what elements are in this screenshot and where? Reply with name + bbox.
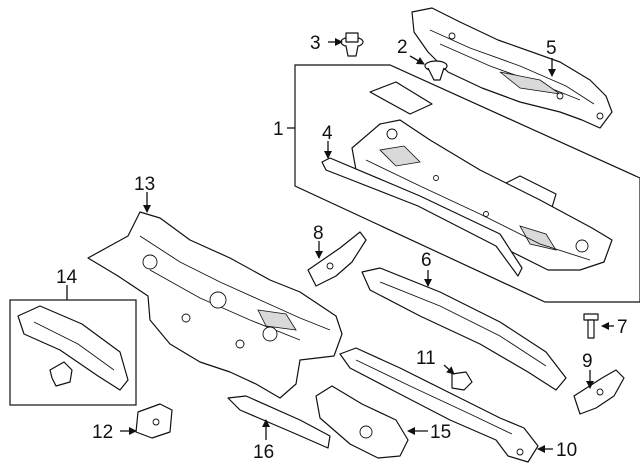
- callout-4: 4: [322, 123, 333, 144]
- callout-6: 6: [421, 250, 432, 271]
- callout-9: 9: [582, 351, 593, 372]
- callout-10: 10: [556, 440, 577, 461]
- callout-16: 16: [253, 442, 274, 463]
- part-2-plug: [424, 60, 448, 81]
- part-9-bracket: [573, 369, 625, 415]
- part-4-seal: [321, 157, 523, 277]
- callout-leaders: [66, 38, 614, 453]
- callout-14: 14: [56, 267, 78, 288]
- part-12-bracket: [135, 403, 173, 439]
- part-5-cowl-extension: [411, 7, 613, 129]
- assembly-1-frame: [294, 64, 640, 303]
- callout-3: 3: [310, 33, 321, 54]
- part-3-clip: [340, 32, 364, 57]
- part-10-cross-member: [339, 347, 539, 463]
- callout-13: 13: [134, 174, 155, 195]
- part-13-dash-panel: [87, 211, 343, 399]
- part-15-bracket: [315, 385, 409, 459]
- part-7-bolt: [583, 313, 599, 339]
- callout-5: 5: [546, 38, 557, 59]
- part-6-reinforcement: [361, 267, 567, 391]
- part-16-strap: [227, 395, 331, 449]
- inset-14-frame: [9, 299, 137, 406]
- part-11-nut: [451, 371, 473, 391]
- callout-7: 7: [617, 317, 628, 338]
- callout-11: 11: [416, 348, 436, 369]
- callout-15: 15: [430, 422, 451, 443]
- callout-1: 1: [273, 119, 284, 140]
- part-14-bracket: [17, 305, 129, 391]
- part-8-bracket: [307, 231, 367, 287]
- callout-8: 8: [313, 223, 324, 244]
- callout-12: 12: [92, 422, 113, 443]
- callout-2: 2: [397, 37, 408, 58]
